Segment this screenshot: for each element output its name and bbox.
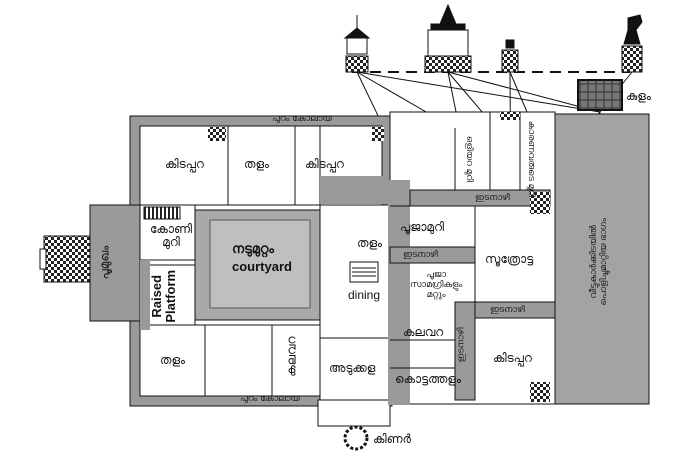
well-icon (343, 425, 369, 451)
middle-block (319, 204, 391, 401)
kottathalam-label: കൊട്ടത്തളം (395, 372, 461, 386)
room-vertical-label-2: കാരണവരുടെ മുറി (525, 120, 536, 197)
room-vertical-label-1: ഒളിയറ മുറി (463, 135, 474, 182)
pond-icon (577, 79, 623, 111)
poomukham-label: പൂമുഖം (97, 245, 112, 280)
kidappara-top-left-label: കിടപ്പറ (165, 157, 204, 171)
thalam-middle-label: തളം (357, 236, 383, 250)
kidappara-bottom-right-label: കിടപ്പറ (493, 351, 532, 365)
shrine-icon (343, 15, 371, 73)
kalavara-left-label: കലവറ (284, 336, 299, 377)
annex-label: വീട്ടുകാർക്കിടയിൽ പൊളിച്ചുമാറ്റിയ ഭാഗം (589, 218, 609, 306)
lamp-post-icon (501, 39, 519, 73)
nadumuttam-label: നടുമുറ്റം (232, 242, 274, 257)
snake-shrine-icon (621, 14, 643, 73)
idanazhi-label-3: ഇടനാഴി (490, 305, 525, 315)
thalam-top-label: തളം (244, 157, 270, 171)
idanazhi-label-1: ഇടനാഴി (475, 193, 510, 203)
pooja-samagri-label: പൂജാ സാമഗ്രികളും മറ്റും (410, 270, 463, 300)
idanazhi-label-2: ഇടനാഴി (403, 250, 438, 260)
stairs-icon (143, 206, 181, 220)
adukkala-label: അടുക്കള (329, 361, 376, 375)
kulam-label: കുളം (626, 89, 651, 103)
kalavara-right-label: കലവറ (403, 325, 444, 339)
koni-muri-label: കോണി മുറി (150, 222, 192, 250)
courtyard-label: courtyard (232, 259, 292, 274)
idanazhi-vertical-label: ഇടനാഴി (456, 327, 467, 363)
idanazhi-vertical-strip (454, 301, 476, 401)
kinar-label: കിണർ (373, 432, 411, 446)
pooja-muri-label: പൂജാമുറി (400, 220, 445, 234)
thalam-bottom-left-label: തളം (160, 353, 186, 367)
kidappara-top-right-label: കിടപ്പറ (305, 157, 344, 171)
outer-corridor-top-label: പുറം കോലായ (272, 114, 332, 124)
outer-corridor-bottom-label: പുറം കോലായ (240, 394, 300, 404)
temple-icon (424, 3, 472, 73)
sootrottu-label: സൂത്രോട്ട (485, 252, 534, 266)
dining-label: dining (348, 288, 381, 302)
demolished-annex (554, 113, 650, 405)
entry-step (43, 235, 91, 283)
raised-platform-label: Raised Platform (149, 269, 179, 323)
